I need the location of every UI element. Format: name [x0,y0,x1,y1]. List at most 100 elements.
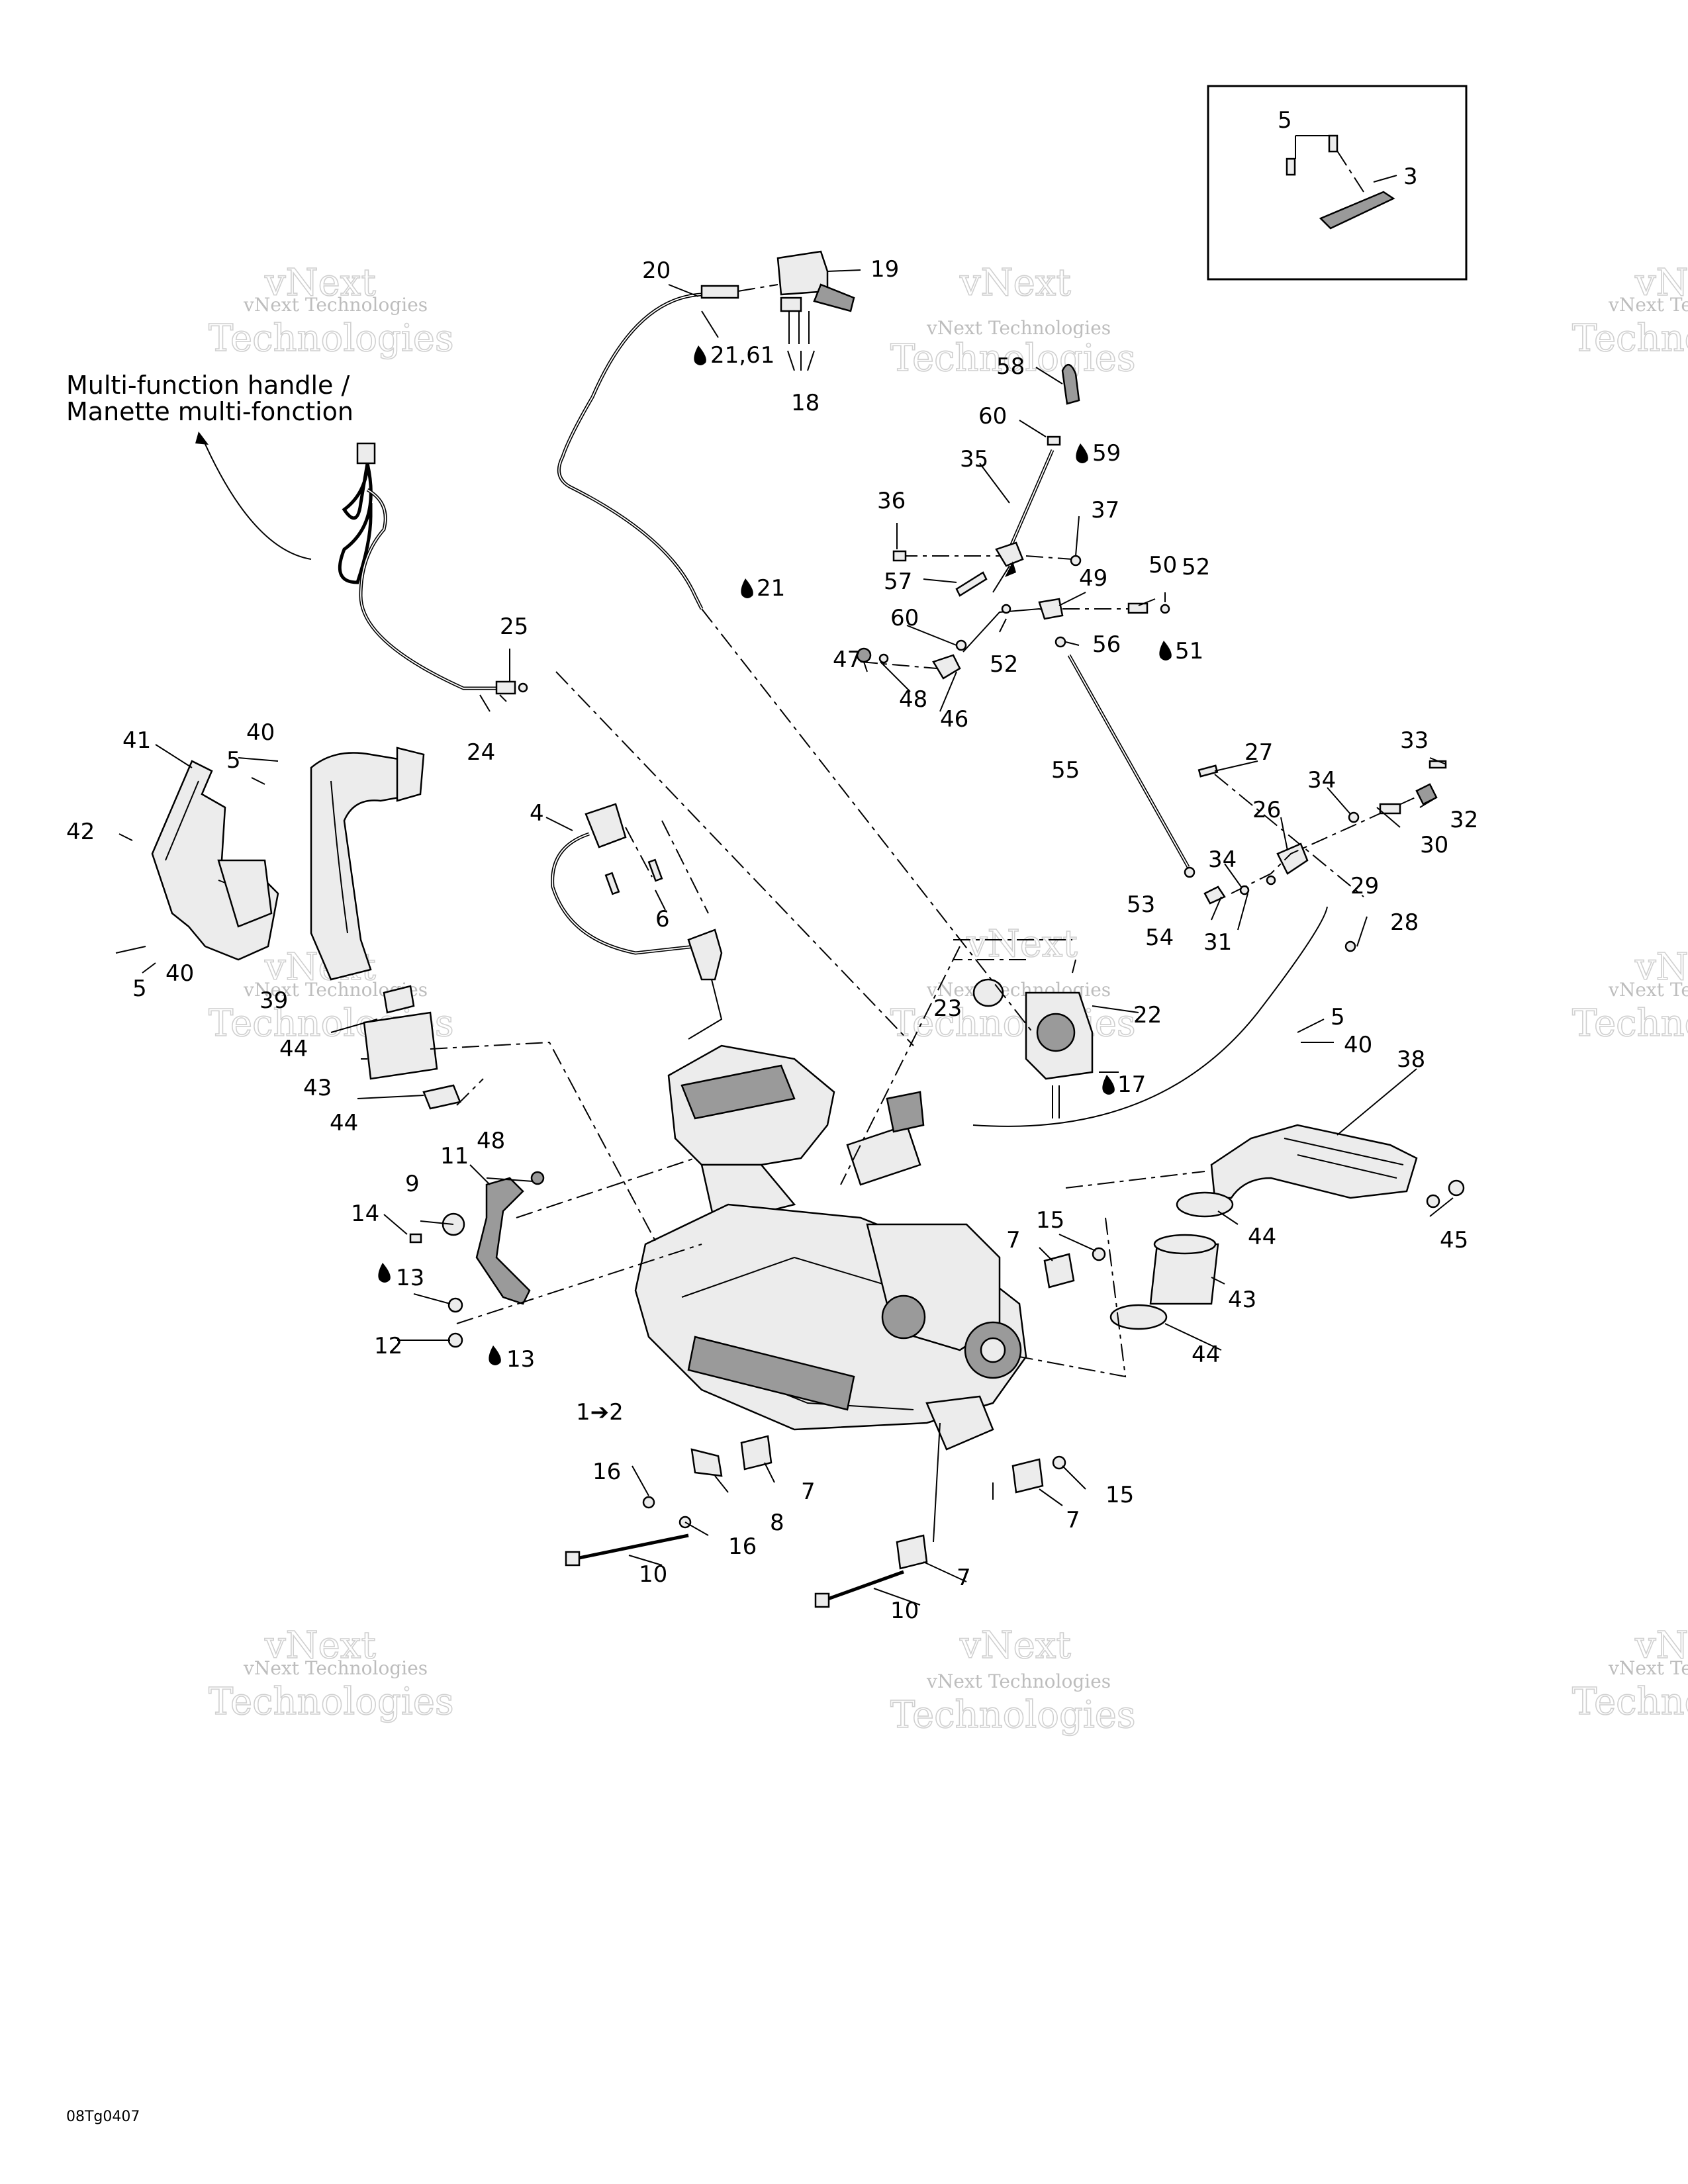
ignition-coil [551,803,723,1040]
svg-text:Technologies: Technologies [890,337,1136,380]
svg-text:vNext: vNext [264,261,376,304]
svg-text:vNext: vNext [966,923,1078,966]
callout: 22 [1133,1002,1162,1028]
callout: 52 [990,651,1018,678]
callout: 44 [1248,1224,1276,1250]
callout: 40 [165,960,194,987]
lubricant-drop-icon [1102,1075,1115,1095]
callout: 43 [1228,1287,1256,1313]
svg-text:Multi-function handle /: Multi-function handle / [66,371,350,400]
callout: 16 [592,1459,621,1485]
svg-text:vNext: vNext [959,1624,1071,1667]
linkage-assembly [1197,760,1447,952]
callout: 50 [1149,552,1177,578]
callout: 4 [530,800,544,827]
svg-text:vNext Technologies: vNext Technologies [243,294,428,316]
callout: 44 [1192,1342,1220,1368]
svg-text:Technologies: Technologies [1572,317,1688,360]
callout: 11 [440,1143,469,1169]
callout: 14 [351,1201,379,1227]
throttle-cable [557,284,778,610]
callout: 49 [1079,565,1107,592]
svg-text:Technologies: Technologies [1572,1002,1688,1045]
engine-mount-bracket [409,1171,545,1348]
callout: 33 [1400,727,1429,754]
callout: 31 [1203,929,1232,956]
callout: 7 [957,1565,971,1591]
mount-plate [690,1448,723,1477]
callout: 19 [870,256,899,283]
air-intake [1210,1124,1465,1208]
svg-text:Technologies: Technologies [1572,1680,1688,1723]
throttle-handle [776,250,855,344]
watermark: vNext vNext Technologies Technologies [1571,1623,1688,1724]
callout: 6 [655,906,670,933]
svg-text:Technologies: Technologies [890,1694,1136,1737]
lever-assembly [856,364,1170,680]
callout: 57 [884,569,912,595]
lubricant-drop-icon [694,345,706,365]
callout: 28 [1390,909,1419,936]
connection-lines [430,608,1328,1543]
watermark: vNext vNext Technologies Technologies [208,261,454,361]
watermark: vNext vNext Technologies Technologies [890,922,1136,1046]
intake-sleeve [1109,1191,1234,1330]
lubricant-drop-icon [378,1263,391,1283]
callout: 40 [1344,1032,1372,1058]
svg-text:Technologies: Technologies [209,1680,454,1723]
svg-text:vNext: vNext [959,261,1071,304]
bracket-part [1319,191,1395,230]
svg-text:Technologies: Technologies [209,317,454,360]
callouts: 5 3 20 19 21,61 18 58 60 59 35 36 37 57 … [66,107,1478,1624]
svg-text:Manette multi-fonction: Manette multi-fonction [66,397,353,426]
callout: 15 [1105,1482,1134,1508]
callout: 27 [1244,739,1273,766]
svg-text:vNext Technologies: vNext Technologies [1608,1657,1688,1679]
callout: 34 [1208,846,1237,873]
callout: 18 [791,390,820,416]
svg-text:vNext: vNext [1634,261,1688,304]
callout: 21,61 [710,342,774,369]
callout: 25 [500,614,528,640]
handle-cable [338,442,528,695]
callout: 21 [757,575,785,602]
lubricant-drop-icon [1159,641,1172,660]
callout: 47 [833,647,861,673]
svg-text:vNext: vNext [1634,1624,1688,1667]
callout: 10 [890,1598,919,1624]
callout: 55 [1051,757,1080,784]
callout: 26 [1252,797,1281,823]
callout: 45 [1440,1227,1468,1253]
inset-detail [1207,85,1468,281]
callout: 5 [1278,107,1292,134]
screw [1286,158,1296,176]
callout: 24 [467,739,495,766]
callout: 42 [66,819,95,845]
callout: 7 [1006,1227,1021,1253]
callout: 5 [132,976,147,1002]
callout: 52 [1182,554,1210,580]
watermark: vNext vNext Technologies Technologies [1571,945,1688,1046]
multi-function-note: Multi-function handle / Manette multi-fo… [66,371,353,560]
callout: 23 [933,995,962,1022]
callout: 9 [405,1171,420,1197]
starter [846,1124,921,1186]
lubricant-drop-icon [1076,443,1088,463]
lubricant-drop-icon [741,578,753,598]
callout: 8 [770,1510,784,1536]
callout: 5 [1331,1004,1345,1030]
callout: 40 [246,719,275,746]
callout: 56 [1092,631,1121,658]
callout: 1➔2 [576,1399,624,1426]
callout: 38 [1397,1046,1425,1073]
watermark: vNext vNext Technologies Technologies [890,261,1136,381]
engine-assembly [634,1044,1027,1451]
svg-text:vNext Technologies: vNext Technologies [926,1670,1111,1692]
callout: 51 [1175,638,1203,664]
exhaust-pipe [310,747,425,981]
callout: 58 [996,353,1025,380]
callout: 15 [1036,1207,1064,1234]
callout: 44 [330,1110,358,1136]
svg-text:Technologies: Technologies [890,1002,1136,1045]
callout: 46 [940,706,968,733]
